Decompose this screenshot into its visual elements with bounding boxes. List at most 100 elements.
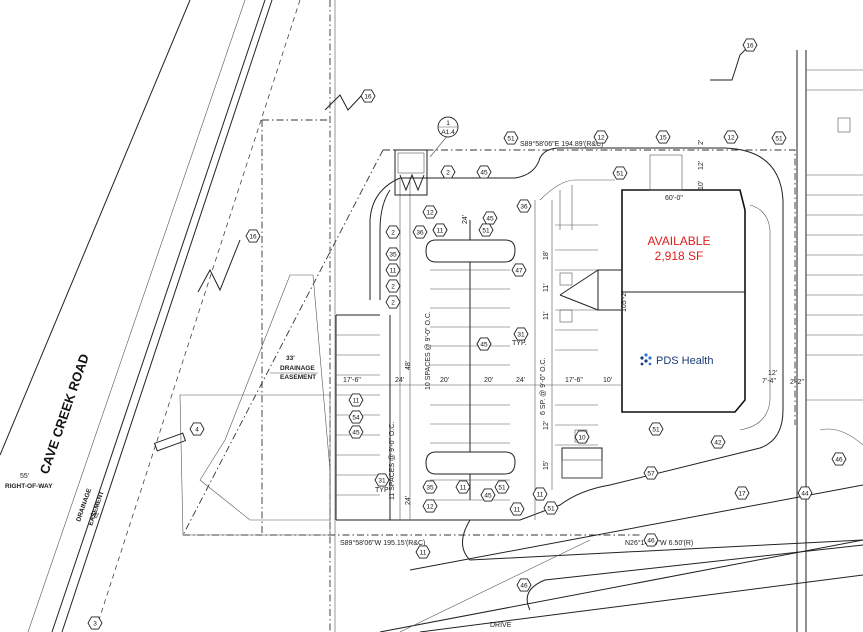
keynote-11: 11 bbox=[415, 545, 431, 559]
tenant-name: PDS Health bbox=[656, 355, 713, 367]
keynote-hexagon bbox=[432, 223, 448, 237]
dim-12-b: 12' bbox=[543, 421, 550, 430]
keynote-2: 2 bbox=[385, 295, 401, 309]
keynote-46: 46 bbox=[643, 533, 659, 547]
keynote-hexagon bbox=[503, 131, 519, 145]
easement-label-2: EASEMENT bbox=[280, 374, 316, 381]
bearing-bottom: S89°58'06"W 195.15'(R&C) bbox=[340, 539, 425, 547]
keynote-hexagon bbox=[385, 295, 401, 309]
keynote-hexagon bbox=[348, 393, 364, 407]
easement-label-1: DRAINAGE bbox=[280, 365, 315, 372]
keynote-57: 57 bbox=[643, 466, 659, 480]
keynote-number: 36 bbox=[416, 229, 424, 236]
keynote-35: 35 bbox=[422, 480, 438, 494]
keynote-markers: 1616165112151251245123611455136235112454… bbox=[87, 38, 847, 630]
keynote-11: 11 bbox=[385, 263, 401, 277]
keynote-number: 51 bbox=[547, 505, 555, 512]
keynote-number: 45 bbox=[480, 169, 488, 176]
cave-creek-road: CAVE CREEK ROAD bbox=[0, 0, 336, 632]
keynote-number: 2 bbox=[446, 169, 450, 176]
keynote-number: 11 bbox=[514, 506, 521, 513]
keynote-number: 35 bbox=[389, 251, 397, 258]
keynote-number: 3 bbox=[93, 620, 97, 627]
keynote-hexagon bbox=[482, 211, 498, 225]
keynote-hexagon bbox=[513, 327, 529, 341]
leader-lines bbox=[153, 44, 751, 452]
keynote-45: 45 bbox=[482, 211, 498, 225]
keynote-hexagon bbox=[476, 165, 492, 179]
row-label: RIGHT-OF-WAY bbox=[5, 483, 53, 490]
pds-health-logo: PDS Health bbox=[640, 353, 713, 367]
keynote-16: 16 bbox=[742, 38, 758, 52]
spacing-mid: 10 SPACES @ 9'-0" O.C. bbox=[425, 311, 432, 390]
dim-10: 10' bbox=[603, 377, 612, 384]
keynote-hexagon bbox=[648, 422, 664, 436]
keynote-number: 47 bbox=[515, 267, 523, 274]
keynote-2: 2 bbox=[440, 165, 456, 179]
keynote-number: 15 bbox=[659, 134, 667, 141]
dim-20-b: 20' bbox=[484, 377, 493, 384]
keynote-hexagon bbox=[797, 486, 813, 500]
keynote-hexagon bbox=[612, 166, 628, 180]
keynote-hexagon bbox=[831, 452, 847, 466]
keynote-17: 17 bbox=[734, 486, 750, 500]
dim-2-a: 2' bbox=[698, 140, 705, 145]
keynote-hexagon bbox=[710, 435, 726, 449]
suite-label-2: 2,918 SF bbox=[655, 249, 704, 263]
driveway bbox=[379, 484, 863, 632]
keynote-number: 51 bbox=[482, 227, 490, 234]
keynote-hexagon bbox=[723, 130, 739, 144]
road-name: CAVE CREEK ROAD bbox=[37, 352, 92, 476]
keynote-number: 45 bbox=[486, 215, 494, 222]
keynote-number: 11 bbox=[437, 227, 444, 234]
keynote-number: 42 bbox=[714, 439, 722, 446]
keynote-45: 45 bbox=[476, 337, 492, 351]
dim-20-a: 20' bbox=[440, 377, 449, 384]
dim-7-4: 7'-4" bbox=[762, 378, 776, 385]
keynote-36: 36 bbox=[516, 199, 532, 213]
keynote-hexagon bbox=[516, 199, 532, 213]
keynote-number: 11 bbox=[353, 397, 360, 404]
keynote-11: 11 bbox=[348, 393, 364, 407]
keynote-3: 3 bbox=[87, 616, 103, 630]
keynote-46: 46 bbox=[516, 578, 532, 592]
keynote-number: 51 bbox=[652, 426, 660, 433]
parking-field bbox=[336, 178, 622, 520]
keynote-number: 11 bbox=[420, 549, 427, 556]
dim-17-6-b: 17'-6" bbox=[565, 377, 583, 384]
keynote-number: 17 bbox=[738, 490, 746, 497]
typ-label-2: TYP bbox=[375, 487, 389, 494]
dim-24-c: 24' bbox=[462, 215, 469, 224]
keynote-number: 51 bbox=[616, 170, 624, 177]
building-width: 60'-0" bbox=[665, 195, 683, 202]
keynote-hexagon bbox=[643, 466, 659, 480]
spacing-left: 11 SPACES @ 9'-0" O.C. bbox=[389, 422, 396, 500]
keynote-hexagon bbox=[655, 130, 671, 144]
keynote-number: 45 bbox=[352, 429, 360, 436]
keynote-number: 4 bbox=[195, 426, 199, 433]
keynote-number: 51 bbox=[507, 135, 515, 142]
keynote-hexagon bbox=[385, 263, 401, 277]
keynote-hexagon bbox=[478, 223, 494, 237]
keynote-47: 47 bbox=[511, 263, 527, 277]
dimension-text: 17'-6" 24' 20' 20' 24' 17'-6" 10' 24' 24… bbox=[343, 140, 804, 629]
keynote-hexagon bbox=[455, 480, 471, 494]
keynote-number: 16 bbox=[249, 233, 257, 240]
keynote-hexagon bbox=[516, 578, 532, 592]
keynote-2: 2 bbox=[385, 225, 401, 239]
dim-11-a: 11' bbox=[543, 283, 550, 292]
keynote-16: 16 bbox=[245, 229, 261, 243]
keynote-hexagon bbox=[422, 480, 438, 494]
lower-easement-width: 20' bbox=[90, 513, 99, 520]
building-depth: 105'-2" bbox=[621, 290, 628, 312]
dim-2-2: 2'-2" bbox=[790, 379, 804, 386]
keynote-number: 44 bbox=[801, 490, 809, 497]
keynote-51: 51 bbox=[478, 223, 494, 237]
keynote-hexagon bbox=[422, 499, 438, 513]
keynote-hexagon bbox=[476, 337, 492, 351]
easement-width: 33' bbox=[286, 355, 295, 362]
keynote-45: 45 bbox=[476, 165, 492, 179]
keynote-11: 11 bbox=[432, 223, 448, 237]
keynote-number: 31 bbox=[378, 477, 386, 484]
